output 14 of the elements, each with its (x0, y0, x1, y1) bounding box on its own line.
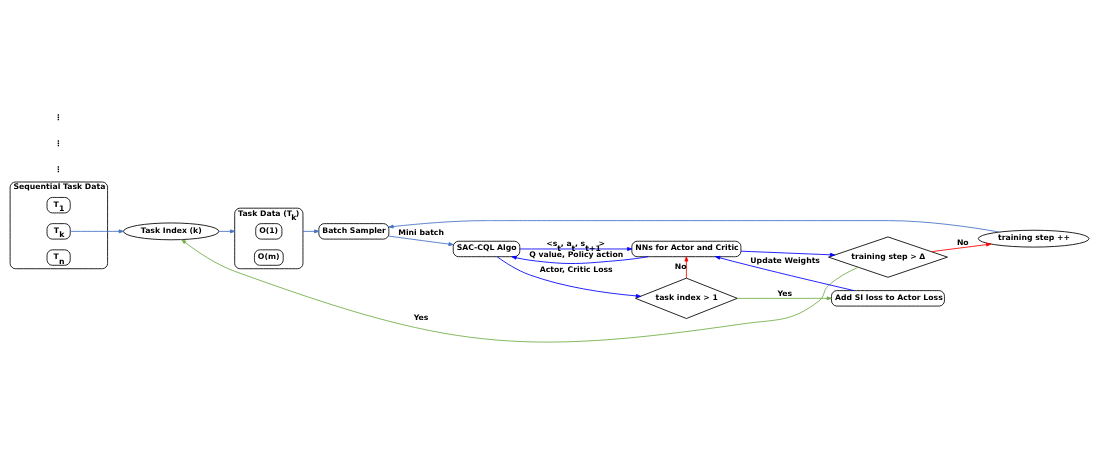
arrow (684, 256, 689, 279)
arrow (69, 229, 124, 234)
arrow (302, 229, 320, 234)
arrow (181, 239, 859, 343)
arrow (496, 256, 641, 298)
arrow (388, 220, 1000, 233)
arrow (511, 255, 649, 264)
arrow (740, 250, 836, 257)
arrow (388, 235, 454, 246)
arrow (218, 229, 236, 234)
arrow (715, 255, 855, 292)
arrow (931, 242, 992, 253)
arrow (519, 247, 633, 251)
arrow (736, 296, 832, 301)
